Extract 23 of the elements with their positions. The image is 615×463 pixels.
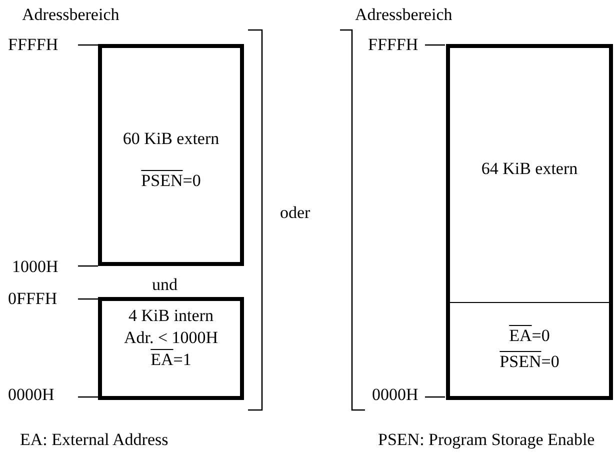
memory-text: 64 KiB extern [481,158,578,180]
address-label: FFFFH [368,35,418,55]
address-label: 0FFFH [8,289,58,309]
address-label: 1000H [12,257,58,277]
memory-text: Adr. < 1000H [124,327,218,349]
memory-text: PSEN=0 [500,351,560,373]
memory-text: PSEN=0 [141,170,201,192]
axis-title: Adressbereich [22,5,120,25]
address-label: 0000H [8,385,54,405]
footnote: EA: External Address [20,430,168,450]
memory-box [98,297,244,400]
connector-word: oder [280,203,310,223]
memory-box [446,44,613,400]
footnote: PSEN: Program Storage Enable [378,430,595,450]
memory-text: EA=0 [509,325,550,347]
memory-text: 60 KiB extern [122,128,220,150]
memory-text: 4 KiB intern [128,305,214,327]
address-label: 0000H [372,385,418,405]
memory-text: EA=1 [150,349,192,371]
connector-word: und [152,275,178,295]
memory-box [98,44,244,266]
axis-title: Adressbereich [355,5,452,25]
address-label: FFFFH [8,35,58,55]
